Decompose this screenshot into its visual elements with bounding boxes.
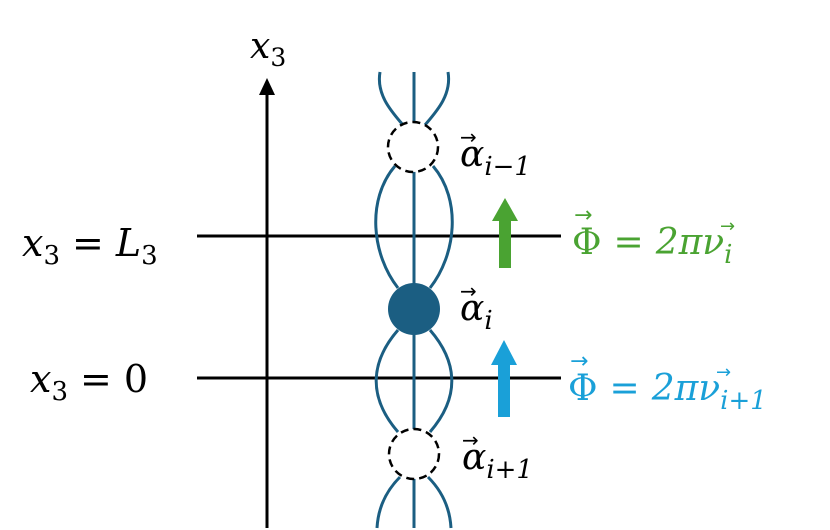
bottom-right-strand (426, 475, 453, 529)
node-middle (388, 283, 440, 335)
x3-axis-label: x3 (250, 26, 286, 72)
level-label-top: x3=L3 (22, 221, 158, 271)
flux-label-top: → → Φ=2πνi (572, 203, 735, 270)
nu-vector-arrow-top: → (720, 216, 735, 237)
top-right-strand (423, 71, 451, 126)
svg-text:Φ=2πνi: Φ=2πνi (572, 222, 732, 270)
svg-text:Φ=2πνi+1: Φ=2πνi+1 (568, 368, 767, 416)
node-label-lower: → αi+1 (462, 428, 533, 485)
lower-lens-right (428, 329, 454, 433)
top-left-strand (377, 71, 405, 126)
svg-text:αi: αi (460, 288, 493, 336)
upper-lens-left (374, 165, 400, 289)
svg-text:αi+1: αi+1 (462, 437, 533, 485)
svg-text:αi−1: αi−1 (460, 134, 531, 182)
flux-label-bottom: → → Φ=2πνi+1 (568, 349, 767, 416)
bottom-left-strand (375, 475, 402, 529)
flux-vector-arrow-bottom: → (570, 349, 588, 374)
vector-arrow-middle: → (460, 279, 477, 303)
node-lower (387, 427, 441, 481)
node-label-middle: → αi (460, 279, 493, 336)
node-upper (386, 120, 440, 174)
nu-vector-arrow-bottom: → (716, 362, 731, 383)
flux-arrow-bottom (491, 340, 517, 417)
vector-arrow-upper: → (460, 125, 477, 149)
level-label-bottom: x3=0 (30, 357, 148, 407)
flux-vector-arrow-top: → (574, 203, 592, 228)
node-label-upper: → αi−1 (460, 125, 531, 182)
vector-arrow-lower: → (462, 428, 479, 452)
flux-arrow-top (492, 198, 518, 268)
lower-lens-left (374, 329, 400, 433)
x3-axis-arrowhead (259, 78, 275, 95)
upper-lens-right (428, 165, 454, 289)
